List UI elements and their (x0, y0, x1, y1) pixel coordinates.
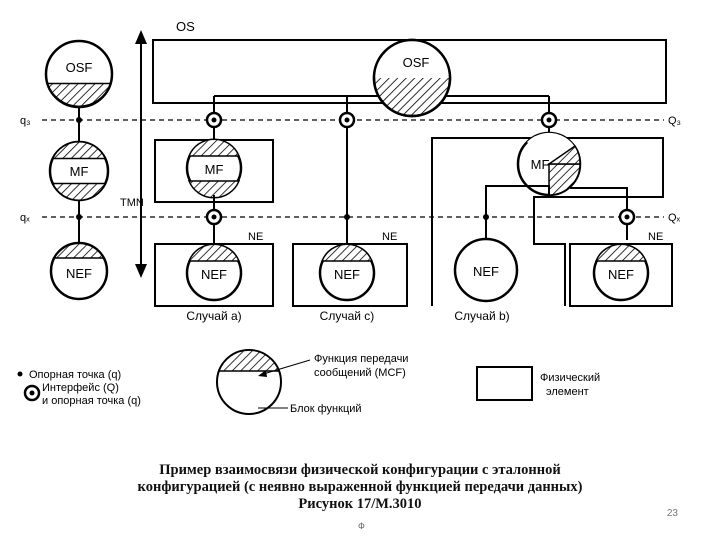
mf-physical-element (431, 137, 664, 306)
osf-block: OSF (44, 39, 114, 109)
page-number: 23 (666, 508, 678, 519)
reference-point (344, 214, 350, 220)
left-column: OSF MF NEF (44, 39, 114, 301)
legend-mcf-text-2: сообщений (MCF) (314, 367, 406, 379)
case-b-nef-right-label: NEF (608, 267, 634, 282)
legend-function-block-text: Блок функций (290, 403, 362, 415)
legend: Опорная точка (q) Интерфейс (Q) и опорна… (17, 349, 600, 415)
case-b-ne-label: NE (648, 231, 663, 243)
case-c-ne-label: NE (382, 231, 397, 243)
qx-right-label: Qₓ (668, 212, 681, 224)
legend-interface-text: Интерфейс (Q) (42, 382, 119, 394)
case-a-ne-label: NE (248, 231, 263, 243)
legend-interface-text-2: и опорная точка (q) (42, 395, 141, 407)
mf-label: MF (70, 164, 89, 179)
legend-physical-element-icon (476, 366, 533, 401)
q3-left-label: q₃ (20, 115, 31, 127)
tmn-label: TMN (120, 197, 144, 209)
case-b: MF NEF NE NEF Случай b) (431, 128, 673, 323)
case-a-mf-label: MF (205, 162, 224, 177)
case-a-nef-label: NEF (201, 267, 227, 282)
reference-point (76, 214, 82, 220)
caption-line-2: конфигурацией (с неявно выраженной функц… (137, 479, 583, 495)
footer-mark: Ф (358, 521, 365, 531)
qx-left-label: qₓ (20, 212, 30, 224)
caption-line-1: Пример взаимосвязи физической конфигурац… (159, 462, 561, 478)
q3-right-label: Q₃ (668, 115, 681, 127)
legend-physical-element-text-2: элемент (546, 386, 589, 398)
legend-physical-element-text: Физический (540, 372, 600, 384)
case-c: NE NEF Случай с) (292, 128, 408, 323)
legend-reference-point-text: Опорная точка (q) (29, 369, 121, 381)
nef-label: NEF (66, 266, 92, 281)
caption-line-3: Рисунок 17/M.3010 (298, 496, 422, 512)
osf-label: OSF (66, 60, 93, 75)
case-b-caption: Случай b) (454, 309, 509, 323)
os-label: OS (176, 19, 195, 34)
osf-top-block: OSF (372, 38, 452, 118)
case-c-caption: Случай с) (320, 309, 375, 323)
osf-top-label: OSF (403, 55, 430, 70)
reference-point (483, 214, 489, 220)
legend-reference-point-icon (17, 371, 23, 377)
case-b-nef-left-label: NEF (473, 264, 499, 279)
interface-markers (205, 111, 636, 226)
reference-point (76, 117, 82, 123)
nef-block: NEF (49, 241, 109, 301)
case-a: MF NE NEF Случай а) (154, 128, 274, 323)
case-b-mf-label: MF (531, 157, 550, 172)
case-c-nef-label: NEF (334, 267, 360, 282)
case-a-caption: Случай а) (186, 309, 241, 323)
mf-block: MF (48, 140, 110, 202)
legend-mcf-text: Функция передачи (314, 353, 408, 365)
